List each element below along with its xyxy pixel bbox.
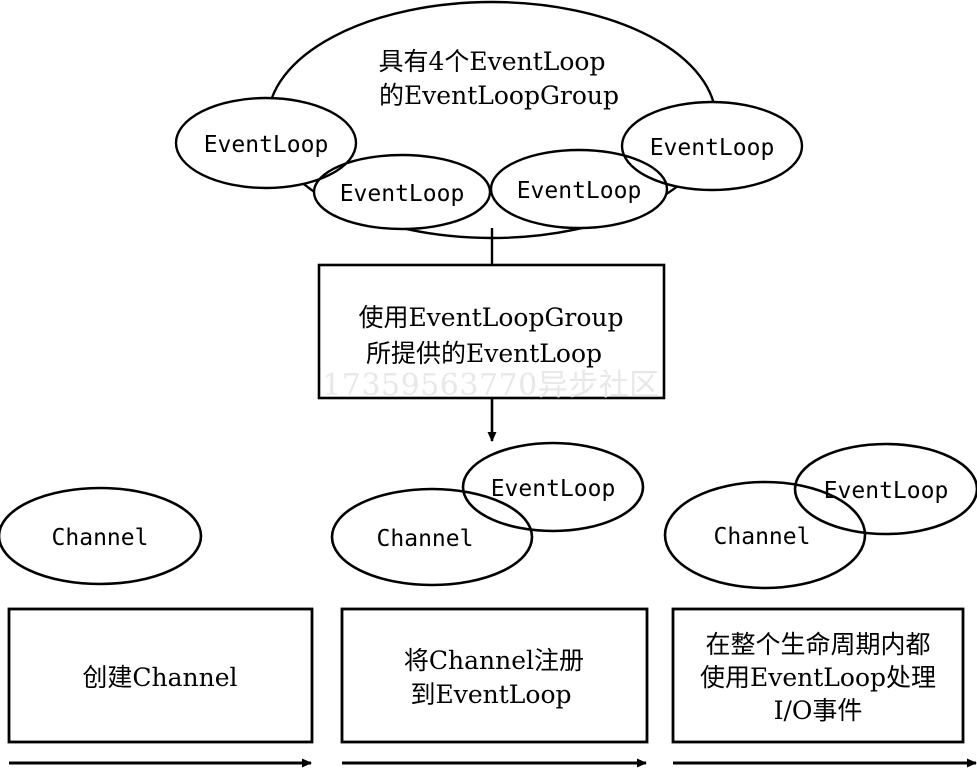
top-event-loop-4-ellipse[interactable] <box>620 100 804 192</box>
stage-3-event-loop-ellipse[interactable] <box>793 442 977 536</box>
top-event-loop-1-ellipse[interactable] <box>174 96 358 190</box>
watermark-text: 17359563770异步社区 <box>322 368 659 403</box>
top-event-loop-4[interactable]: EventLoop <box>620 100 804 192</box>
stage-2-shapes: Channel EventLoop <box>330 441 645 587</box>
middle-box-line-2: 所提供的EventLoop <box>366 339 602 368</box>
stage-2-box: 将Channel注册 到EventLoop <box>340 607 649 744</box>
cloud-mask-loop-1 <box>175 97 357 189</box>
stage-3-box-line-1: 在整个生命周期内都 <box>705 630 930 659</box>
stage-3-box-rect <box>671 607 965 744</box>
middle-box: 使用EventLoopGroup 所提供的EventLoop 173595637… <box>317 263 666 403</box>
stage-1-box-line-1: 创建Channel <box>82 663 237 692</box>
top-event-loop-3[interactable]: EventLoop <box>489 148 669 230</box>
stage-2-event-loop-label: EventLoop <box>491 476 616 502</box>
stage-2-channel-ellipse[interactable] <box>330 487 534 587</box>
stage-1-box: 创建Channel <box>7 607 314 744</box>
stage-3-shapes: Channel EventLoop <box>663 442 977 590</box>
stage-2-box-line-2: 到EventLoop <box>410 680 571 709</box>
stage-3-box: 在整个生命周期内都 使用EventLoop处理 I/O事件 <box>671 607 965 744</box>
stage-2-box-line-1: 将Channel注册 <box>404 646 584 675</box>
cloud-label-line-2: 的EventLoopGroup <box>379 81 619 110</box>
cloud-mask-loop-4 <box>621 102 803 190</box>
stage-1-channel[interactable]: Channel <box>0 486 203 586</box>
event-loop-group-cloud: 具有4个EventLoop 的EventLoopGroup <box>175 0 803 240</box>
stage-1-channel-ellipse[interactable] <box>0 486 203 586</box>
stage-3-box-line-3: I/O事件 <box>774 696 863 725</box>
stage-3-box-line-2: 使用EventLoop处理 <box>700 663 936 692</box>
top-event-loop-2[interactable]: EventLoop <box>312 153 492 231</box>
stage-3-channel-ellipse[interactable] <box>663 480 867 590</box>
stage-2-box-rect <box>340 607 649 744</box>
stage-3-channel-label: Channel <box>714 524 811 550</box>
top-event-loop-1[interactable]: EventLoop <box>174 96 358 190</box>
top-event-loop-2-label: EventLoop <box>340 181 465 207</box>
middle-box-line-1: 使用EventLoopGroup <box>358 303 623 332</box>
cloud-mask-loop-3 <box>490 149 668 229</box>
top-event-loop-4-label: EventLoop <box>650 135 775 161</box>
cloud-label-line-1: 具有4个EventLoop <box>379 47 606 76</box>
top-event-loop-1-label: EventLoop <box>204 132 329 158</box>
top-event-loop-2-ellipse[interactable] <box>312 153 492 231</box>
stage-2-event-loop-ellipse[interactable] <box>461 441 645 533</box>
stage-1-channel-label: Channel <box>52 525 149 551</box>
stage-2-channel-label: Channel <box>377 526 474 552</box>
stage-3-event-loop-label: EventLoop <box>824 478 949 504</box>
cloud-mask-loop-2 <box>313 154 491 230</box>
top-event-loop-3-label: EventLoop <box>517 178 642 204</box>
top-event-loop-3-ellipse[interactable] <box>489 148 669 230</box>
stage-1-box-rect <box>7 607 314 744</box>
